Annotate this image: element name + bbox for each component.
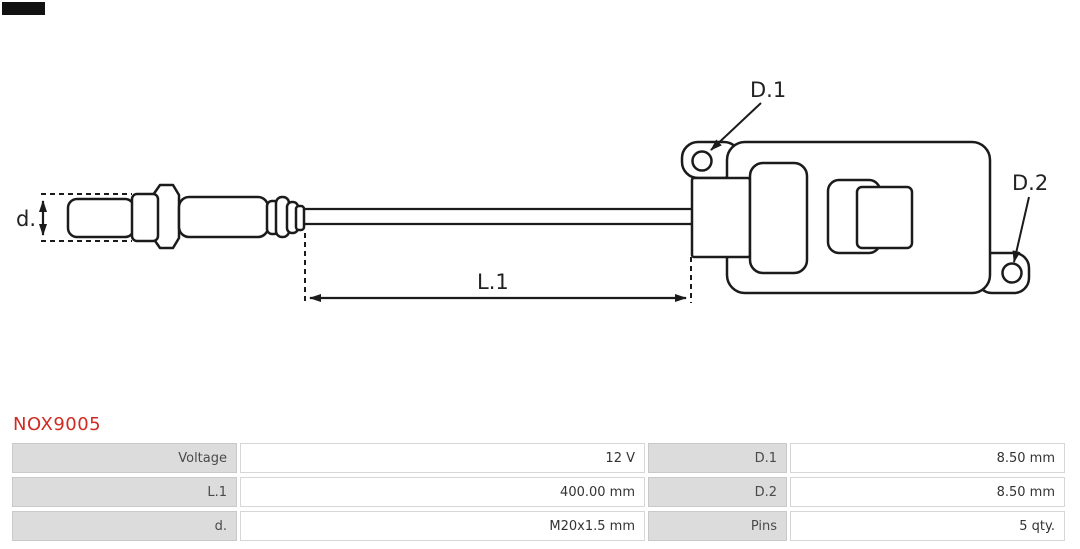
spec-label-d2: D.2	[648, 477, 787, 507]
sensor-diagram-svg: d. D.1 D.2 L.1	[16, 78, 1048, 303]
connector-inner-left	[748, 161, 809, 275]
part-number-title: NOX9005	[13, 414, 102, 435]
spec-value-pins: 5 qty.	[790, 511, 1065, 541]
probe-collar	[130, 192, 160, 243]
spec-label-voltage: Voltage	[12, 443, 237, 473]
as-brand-logo	[2, 2, 45, 15]
d1-label: D.1	[750, 78, 786, 102]
sensor-technical-drawing: d. D.1 D.2 L.1	[16, 78, 1048, 303]
spec-label-pins: Pins	[648, 511, 787, 541]
d2-leader-line	[1012, 196, 1030, 263]
dashed-guide-lines	[41, 193, 692, 303]
cable-entry-block	[690, 176, 752, 259]
spec-label-l1: L.1	[12, 477, 237, 507]
cable-end-cap	[294, 204, 306, 232]
sensor-probe-group	[66, 183, 306, 250]
length-label: L.1	[477, 270, 509, 294]
spec-value-voltage: 12 V	[240, 443, 645, 473]
spec-label-d1: D.1	[648, 443, 787, 473]
spec-label-d: d.	[12, 511, 237, 541]
spec-value-l1: 400.00 mm	[240, 477, 645, 507]
probe-body	[177, 195, 270, 239]
mounting-hole-d2	[1001, 262, 1023, 284]
spec-value-d2: 8.50 mm	[790, 477, 1065, 507]
diameter-label: d.	[16, 207, 36, 231]
probe-tip	[66, 197, 136, 239]
spec-value-d: M20x1.5 mm	[240, 511, 645, 541]
control-unit-group	[680, 140, 1031, 295]
d1-leader-line	[710, 102, 762, 151]
d2-label: D.2	[1012, 171, 1048, 195]
mounting-hole-d1	[691, 150, 713, 172]
connector-socket-inner	[855, 185, 914, 250]
specification-table: Voltage 12 V D.1 8.50 mm L.1 400.00 mm D…	[12, 443, 1065, 541]
cable-group	[304, 207, 692, 226]
spec-value-d1: 8.50 mm	[790, 443, 1065, 473]
